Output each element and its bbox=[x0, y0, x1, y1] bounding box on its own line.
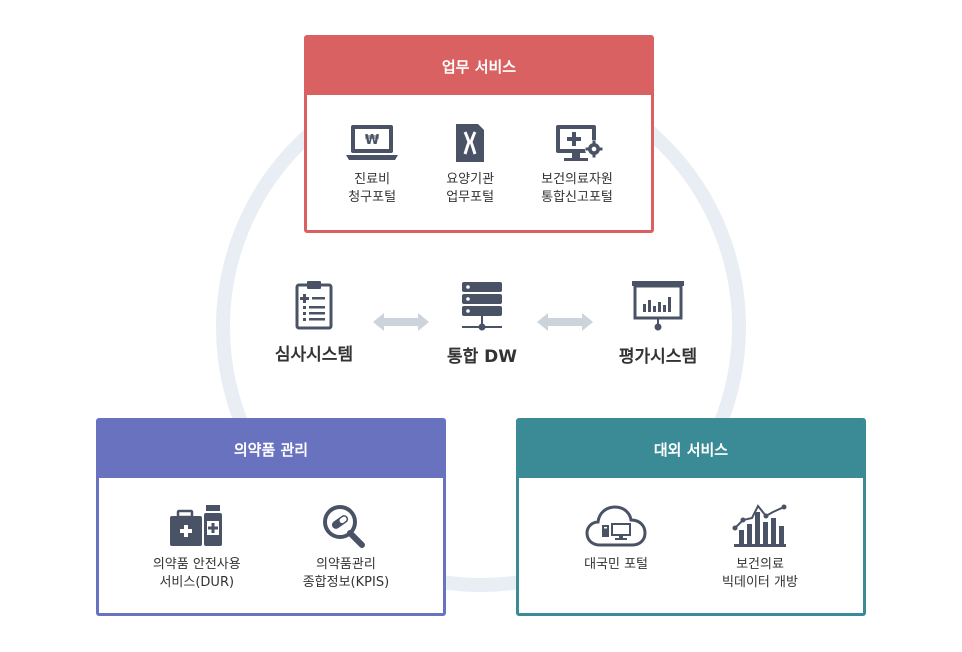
external-services-title: 대외 서비스 bbox=[519, 421, 863, 478]
integrated-dw[interactable]: 통합 DW bbox=[438, 280, 526, 367]
public-portal-label-1: 대국민 포털 bbox=[584, 557, 649, 572]
dur-service-label-1: 의약품 안전사용 bbox=[152, 557, 241, 572]
business-services-title: 업무 서비스 bbox=[307, 38, 651, 95]
server-icon bbox=[462, 282, 502, 331]
drug-management-panel: 의약품 관리 의약품 안전사용 서비스(DUR) bbox=[96, 418, 446, 616]
claims-portal-link[interactable]: ₩ 진료비 청구포털 bbox=[345, 123, 399, 230]
institution-portal-label-2: 업무포털 bbox=[446, 190, 495, 205]
bigdata-open-label-2: 빅데이터 개방 bbox=[722, 575, 798, 590]
health-resource-portal-label-1: 보건의료자원 bbox=[541, 172, 613, 187]
dur-service-label-2: 서비스(DUR) bbox=[159, 575, 235, 590]
bigdata-open-label-1: 보건의료 bbox=[736, 557, 784, 572]
review-system[interactable]: 심사시스템 bbox=[268, 280, 360, 365]
clipboard-icon bbox=[295, 281, 333, 330]
claims-portal-label-2: 청구포털 bbox=[348, 190, 397, 205]
kpis-link[interactable]: 의약품관리 종합정보(KPIS) bbox=[303, 504, 389, 613]
document-x-icon bbox=[456, 124, 485, 162]
dur-service-link[interactable]: 의약품 안전사용 서비스(DUR) bbox=[153, 504, 241, 613]
bigdata-open-link[interactable]: 보건의료 빅데이터 개방 bbox=[722, 504, 798, 613]
monitor-plus-gear-icon bbox=[555, 125, 603, 161]
kpis-label-1: 의약품관리 bbox=[316, 557, 376, 572]
institution-portal-label-1: 요양기관 bbox=[446, 172, 495, 187]
svg-text:₩: ₩ bbox=[365, 133, 380, 148]
bar-line-chart-icon bbox=[732, 504, 787, 547]
external-services-panel: 대외 서비스 대국민 포털 bbox=[516, 418, 866, 616]
bidirectional-arrow-right bbox=[537, 313, 593, 331]
review-system-label: 심사시스템 bbox=[274, 345, 354, 365]
institution-portal-link[interactable]: 요양기관 업무포털 bbox=[443, 123, 497, 230]
drug-management-title: 의약품 관리 bbox=[99, 421, 443, 478]
evaluation-system[interactable]: 평가시스템 bbox=[608, 280, 708, 367]
kpis-label-2: 종합정보(KPIS) bbox=[302, 575, 390, 590]
evaluation-system-label: 평가시스템 bbox=[618, 347, 698, 367]
laptop-won-icon: ₩ bbox=[346, 125, 399, 160]
claims-portal-label-1: 진료비 bbox=[354, 172, 391, 187]
bidirectional-arrow-left bbox=[373, 313, 429, 331]
integrated-dw-label: 통합 DW bbox=[446, 347, 518, 367]
health-resource-portal-label-2: 통합신고포털 bbox=[541, 190, 613, 205]
business-services-panel: 업무 서비스 ₩ 진료비 청구포털 요양기관 업무포털 bbox=[304, 35, 654, 233]
magnifier-pill-icon bbox=[322, 505, 365, 548]
medicine-kit-icon bbox=[169, 505, 222, 546]
public-portal-link[interactable]: 대국민 포털 bbox=[584, 504, 648, 613]
cloud-computer-icon bbox=[585, 505, 647, 547]
presentation-chart-icon bbox=[632, 281, 684, 331]
health-resource-portal-link[interactable]: 보건의료자원 통합신고포털 bbox=[541, 123, 613, 230]
